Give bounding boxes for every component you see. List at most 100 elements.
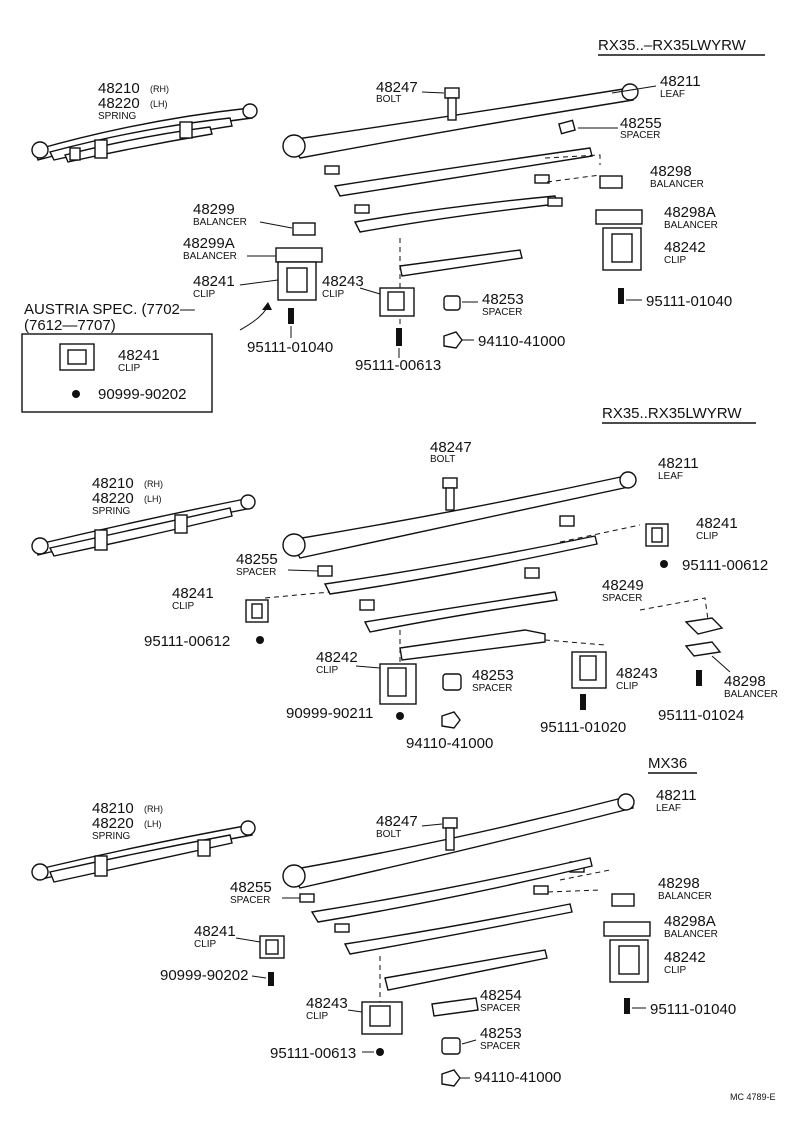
part-label: SPACER (620, 130, 660, 141)
part-label: 48241 (194, 923, 236, 940)
part-label: BOLT (376, 829, 401, 840)
part-label: SPACER (472, 683, 512, 694)
part-label: BOLT (430, 454, 455, 465)
part-label: 48298 (650, 163, 692, 180)
part-label: 48253 (472, 667, 514, 684)
part-label: LEAF (658, 471, 683, 482)
part-label: 94110-41000 (406, 735, 493, 752)
part-label: 48253 (480, 1025, 522, 1042)
part-label: SPACER (482, 307, 522, 318)
part-label: 48211 (656, 787, 697, 804)
spring-assembly-drawing (31, 103, 258, 163)
part-label: BALANCER (183, 251, 237, 262)
part-label: (RH) (144, 479, 163, 489)
clip-48241 (277, 261, 317, 301)
part-label: BALANCER (193, 217, 247, 228)
part-label: 48241 (118, 347, 160, 364)
part-label: 90999-90211 (286, 705, 373, 722)
part-label: 95111-00612 (682, 557, 768, 574)
part-label: (LH) (150, 99, 168, 109)
part-label: 48254 (480, 987, 522, 1004)
clip-48242 (379, 663, 417, 705)
part-label: BALANCER (664, 929, 718, 940)
spring-assembly-drawing (31, 820, 256, 883)
part-label: SPRING (92, 831, 131, 842)
part-label: 48253 (482, 291, 524, 308)
part-label: BALANCER (724, 689, 778, 700)
part-label: 95111-01020 (540, 719, 626, 736)
part-label: 48211 (658, 455, 699, 472)
part-label: 48243 (306, 995, 348, 1012)
section-2: RX35..RX35LWYRW 48210 (RH) 48220 (LH) SP… (31, 405, 778, 752)
part-label: 95111-00613 (270, 1045, 356, 1062)
part-label: 95111-01040 (646, 293, 732, 310)
austria-spec-box: AUSTRIA SPEC. (7702— (7612—7707) 48241 C… (21, 301, 272, 413)
part-label: SPRING (92, 506, 131, 517)
part-label: 95111-01024 (658, 707, 744, 724)
clip-48242 (602, 227, 642, 271)
part-label: SPACER (602, 593, 642, 604)
part-label: 48243 (616, 665, 658, 682)
part-label: CLIP (194, 939, 217, 950)
part-label: CLIP (172, 601, 195, 612)
part-label: 48255 (230, 879, 272, 896)
part-label: BOLT (376, 94, 401, 105)
part-label: (RH) (150, 84, 169, 94)
part-label: SPRING (98, 111, 137, 122)
figure-code: MC 4789-E (730, 1092, 776, 1102)
part-label: SPACER (480, 1041, 520, 1052)
part-label: BALANCER (658, 891, 712, 902)
part-label: CLIP (316, 665, 339, 676)
part-label: 48255 (620, 115, 662, 132)
part-label: 48298 (658, 875, 700, 892)
bolt-48247 (442, 477, 458, 511)
part-label: CLIP (193, 289, 216, 300)
part-label: 48247 (430, 439, 472, 456)
section-title: MX36 (648, 755, 687, 772)
part-label: 48243 (322, 273, 364, 290)
part-label: 48220 (92, 815, 134, 832)
part-label: CLIP (118, 363, 141, 374)
part-label: BALANCER (664, 220, 718, 231)
part-label: 48210 (98, 80, 140, 97)
part-label: (7612—7707) (24, 317, 116, 334)
part-label: 48241 (696, 515, 738, 532)
part-label: 94110-41000 (478, 333, 565, 350)
bolt-48247 (444, 87, 460, 121)
spring-assembly-label: 48210 (RH) 48220 (LH) SPRING (92, 475, 163, 517)
part-label: CLIP (664, 965, 687, 976)
part-label: LEAF (656, 803, 681, 814)
section-1: RX35..–RX35LWYRW 48210 (RH) 48220 (LH) S… (21, 37, 765, 413)
part-label: 48242 (664, 949, 706, 966)
part-label: 48249 (602, 577, 644, 594)
part-label: CLIP (322, 289, 345, 300)
spring-assembly-label: 48210 (RH) 48220 (LH) SPRING (98, 80, 169, 122)
part-label: 95111-00612 (144, 633, 230, 650)
clip-48243 (379, 287, 415, 317)
clip-48243 (361, 1001, 403, 1035)
part-label: 95111-01040 (650, 1001, 736, 1018)
part-label: 94110-41000 (474, 1069, 561, 1086)
part-label: SPACER (236, 567, 276, 578)
clip-48241-right (645, 523, 669, 547)
section-3: MX36 48210 (RH) 48220 (LH) SPRING 48211 … (31, 755, 736, 1087)
part-label: 48210 (92, 475, 134, 492)
part-label: CLIP (306, 1011, 329, 1022)
part-label: 48299A (183, 235, 235, 252)
leaf-48211 (282, 793, 635, 889)
leaf-48211 (282, 471, 637, 559)
part-label: 48299 (193, 201, 235, 218)
bolt-48247 (442, 817, 458, 851)
clip-48242 (609, 939, 649, 983)
part-label: AUSTRIA SPEC. (7702— (24, 301, 195, 318)
part-label: BALANCER (650, 179, 704, 190)
spring-assembly-drawing (31, 494, 256, 557)
section-title: RX35..–RX35LWYRW (598, 37, 747, 54)
part-label: 48298A (664, 204, 716, 221)
clip-48241 (259, 935, 285, 959)
part-label: 48241 (193, 273, 235, 290)
part-label: 48241 (172, 585, 214, 602)
part-label: SPACER (230, 895, 270, 906)
part-label: 48255 (236, 551, 278, 568)
